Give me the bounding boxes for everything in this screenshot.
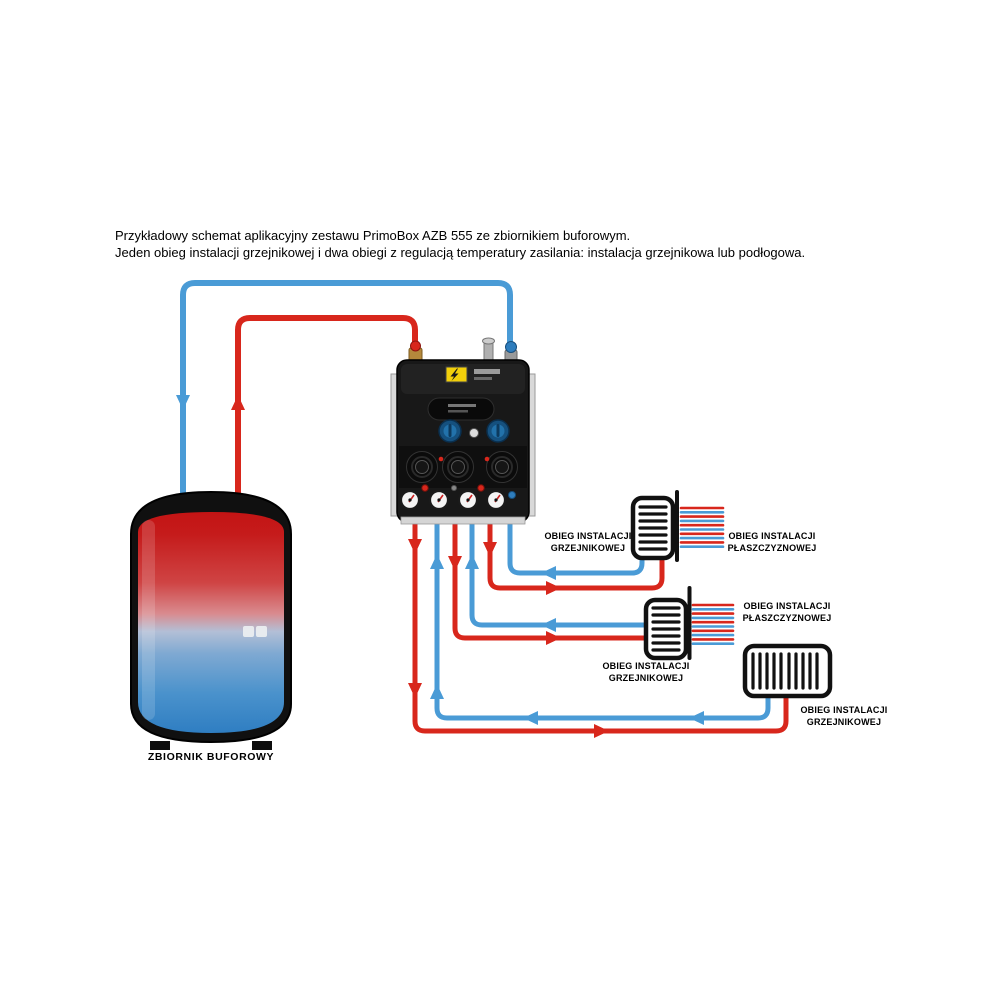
display-recess (427, 397, 495, 421)
tank-sticker (256, 626, 267, 637)
red-valve-cap (410, 340, 421, 352)
pipe-return-top-circuit (507, 520, 645, 576)
circuit-label-1: OBIEG INSTALACJI GRZEJNIKOWEJ (544, 531, 632, 553)
label-strip (474, 377, 492, 380)
arrow-left-icon (523, 711, 538, 725)
pipe-return-middle-circuit (469, 520, 644, 628)
pump-head (486, 451, 518, 483)
pump-head (406, 451, 438, 483)
lightning-icon (450, 368, 459, 381)
title-line-1: Przykładowy schemat aplikacyjny zestawu … (115, 228, 631, 243)
red-cap (477, 484, 485, 492)
arrow-up-icon (465, 554, 479, 569)
circuit-label-3: OBIEG INSTALACJI PŁASZCZYZNOWEJ (742, 601, 832, 623)
pump-head (442, 451, 474, 483)
primobox-unit (390, 337, 536, 525)
circuit-label-4: OBIEG INSTALACJI GRZEJNIKOWEJ (602, 661, 690, 683)
flow-arrows (176, 395, 704, 738)
display-text-bar (448, 404, 476, 407)
arrow-up-icon (430, 684, 444, 699)
arrow-right-icon (546, 631, 561, 645)
cabinet-bottom-strip (400, 516, 526, 525)
label-strip (474, 369, 500, 374)
arrow-left-icon (689, 711, 704, 725)
tank-highlight (142, 520, 155, 720)
arrow-right-icon (546, 581, 561, 595)
display-text-bar (448, 410, 468, 413)
arrow-up-icon (231, 395, 245, 410)
arrow-down-icon (448, 556, 462, 571)
pressure-gauge (399, 489, 421, 511)
radiator-icon-1 (630, 495, 676, 561)
pipe-return-bottom-circuit (434, 520, 771, 721)
mini-gauge (469, 428, 479, 438)
pressure-gauge (428, 489, 450, 511)
title-line-2: Jeden obieg instalacji grzejnikowej i dw… (115, 245, 806, 260)
pipe-return-to-tank (180, 280, 513, 506)
red-cap (421, 484, 429, 492)
blue-valve-cap (505, 341, 517, 353)
pressure-gauge (457, 489, 479, 511)
pipe-supply-middle-circuit (452, 520, 644, 641)
circuit-label-2: OBIEG INSTALACJI PŁASZCZYZNOWEJ (727, 531, 817, 553)
arrow-left-icon (541, 618, 556, 632)
knob-slot (496, 424, 500, 437)
tank-gradient-body (138, 512, 284, 733)
knob-slot (448, 424, 452, 437)
safety-valve-cap (482, 337, 495, 345)
arrow-down-icon (408, 683, 422, 698)
buffer-tank-label: ZBIORNIK BUFOROWY (147, 751, 275, 763)
radiator-icon-3 (742, 643, 833, 699)
tank-sticker (243, 626, 254, 637)
buffer-tank (130, 490, 292, 750)
arrow-up-icon (430, 554, 444, 569)
arrow-left-icon (541, 566, 556, 580)
arrow-right-icon (594, 724, 609, 738)
pipe-supply-top-circuit (487, 520, 665, 591)
red-valve-handle (438, 456, 444, 462)
pipe-supply-from-tank (235, 315, 418, 506)
pressure-gauge (485, 489, 507, 511)
tank-foot (252, 741, 272, 750)
surface-coil-icon-1 (675, 490, 725, 562)
red-valve-handle (484, 456, 490, 462)
blue-cap (508, 491, 516, 499)
gray-cap (451, 485, 457, 491)
arrow-down-icon (408, 539, 422, 554)
radiator-icon-2 (643, 597, 689, 661)
tank-foot (150, 741, 170, 750)
circuit-label-5: OBIEG INSTALACJI GRZEJNIKOWEJ (800, 705, 888, 727)
surface-coil-icon-2 (687, 586, 735, 660)
arrow-down-icon (483, 542, 497, 557)
arrow-down-icon (176, 395, 190, 410)
